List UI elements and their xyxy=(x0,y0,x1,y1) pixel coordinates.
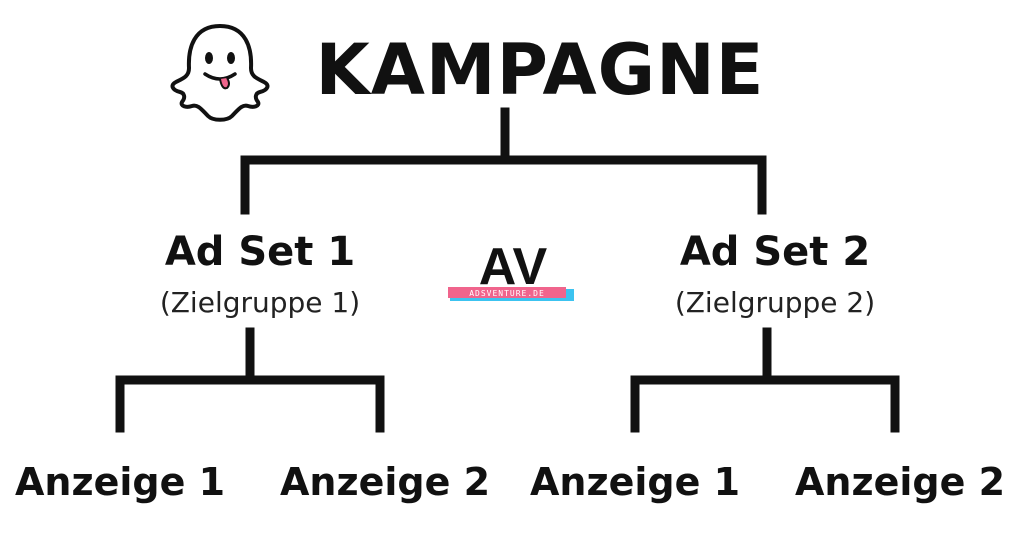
logo-letters: AV xyxy=(479,240,548,296)
logo-banner-text: ADSVENTURE.DE xyxy=(469,289,545,298)
ad-set-2-subtitle: (Zielgruppe 2) xyxy=(674,286,876,319)
adsventure-logo: AV ADSVENTURE.DE xyxy=(448,240,574,301)
ad-set-1-ad-1: Anzeige 1 xyxy=(14,460,226,504)
ad-set-1-subtitle: (Zielgruppe 1) xyxy=(159,286,361,319)
ad-set-2-ad-2: Anzeige 2 xyxy=(794,460,1006,504)
ad-set-1-title: Ad Set 1 xyxy=(164,229,356,275)
ad-set-1-ad-2: Anzeige 2 xyxy=(279,460,491,504)
ghost-icon xyxy=(170,24,270,122)
ad-set-2-ad-1: Anzeige 1 xyxy=(529,460,741,504)
logo-banner-pink xyxy=(448,287,566,298)
ad-set-2-title: Ad Set 2 xyxy=(679,229,871,275)
campaign-title: KAMPAGNE xyxy=(315,29,765,111)
